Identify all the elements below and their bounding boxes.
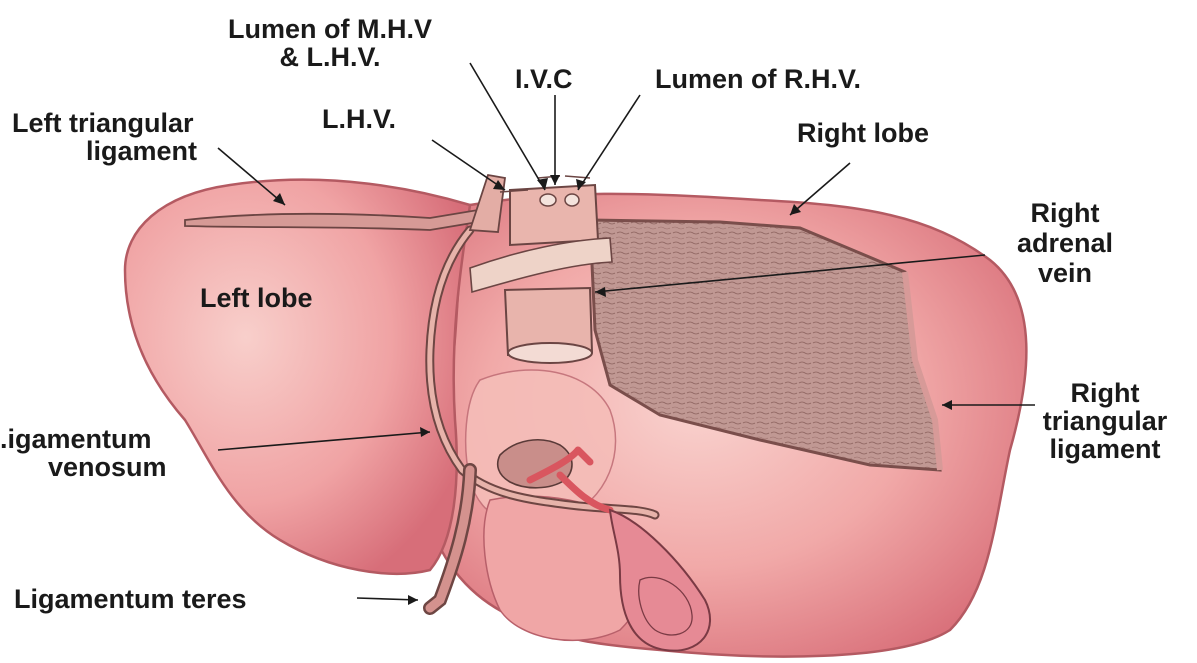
label-lhv: L.H.V. <box>322 104 396 134</box>
ivc-upper <box>510 185 598 245</box>
label-right-triangular-line2: triangular <box>1030 406 1180 436</box>
label-right-triangular-line1: Right <box>1030 378 1180 408</box>
lumen-mhv-lhv <box>540 194 556 206</box>
label-lig-teres: Ligamentum teres <box>14 584 247 614</box>
label-lig-venosum-line2: venosum <box>48 452 167 482</box>
label-left-triangular-line1: Left triangular <box>12 108 194 138</box>
label-lig-venosum-line1: .igamentum <box>0 424 152 454</box>
label-right-adrenal-line2: adrenal <box>990 228 1140 258</box>
label-right-triangular-line3: ligament <box>1030 434 1180 464</box>
label-ivc: I.V.C <box>515 64 573 94</box>
left-lobe <box>125 180 470 574</box>
label-left-triangular-line2: ligament <box>86 136 197 166</box>
label-lumen-rhv: Lumen of R.H.V. <box>655 64 861 94</box>
label-lumen-mhv-line1: Lumen of M.H.V <box>180 14 480 44</box>
label-right-adrenal-line3: vein <box>990 258 1140 288</box>
label-left-lobe: Left lobe <box>200 283 313 313</box>
ivc-lower-lumen <box>508 343 592 363</box>
label-right-lobe: Right lobe <box>797 118 929 148</box>
lumen-rhv <box>565 194 579 206</box>
label-lumen-mhv-line2: & L.H.V. <box>180 42 480 72</box>
label-right-adrenal-line1: Right <box>990 198 1140 228</box>
